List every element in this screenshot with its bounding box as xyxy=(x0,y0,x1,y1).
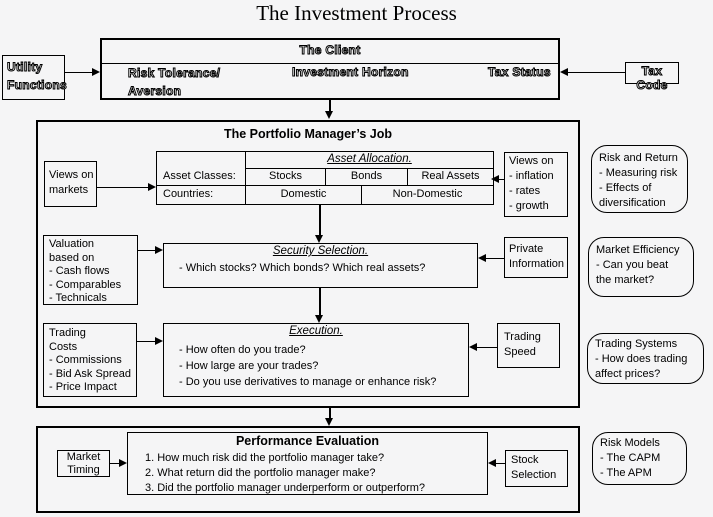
cell-real-assets: Real Assets xyxy=(421,170,480,182)
page-title: The Investment Process xyxy=(256,1,457,25)
security-selection-heading: Security Selection. xyxy=(272,245,369,257)
trading-costs-box: Trading Costs - Commissions - Bid Ask Sp… xyxy=(43,323,137,397)
bubble-risk-and-return: Risk and Return - Measuring risk - Effec… xyxy=(591,145,688,213)
stock-selection-label: Stock Selection xyxy=(511,454,557,481)
row-label-asset-classes: Asset Classes: xyxy=(163,170,236,182)
arrow-timing-to-performance-head xyxy=(119,459,127,467)
stock-selection-box: Stock Selection xyxy=(505,450,568,487)
client-tax-status: Tax Status xyxy=(488,65,551,80)
market-timing-box: Market Timing xyxy=(57,450,110,477)
table-divider xyxy=(245,168,493,169)
asset-allocation-table: Asset Allocation. Asset Classes: Countri… xyxy=(156,151,494,205)
arrow-table-to-security-head xyxy=(315,235,323,243)
client-title: The Client xyxy=(102,43,558,64)
arrow-econ-to-table-head xyxy=(491,175,499,183)
arrow-taxcode-to-client-line xyxy=(568,72,625,73)
client-investment-horizon: Investment Horizon xyxy=(292,65,409,80)
private-information-box: Private Information xyxy=(504,237,568,278)
arrow-stock-to-performance-line xyxy=(496,463,505,464)
cell-non-domestic: Non-Domestic xyxy=(392,188,463,200)
views-econ-box: Views on - inflation - rates - growth xyxy=(504,152,568,217)
execution-box: Execution. - How often do you trade? - H… xyxy=(163,323,469,397)
arrow-costs-to-execution-head xyxy=(155,337,163,345)
valuation-box: Valuation based on - Cash flows - Compar… xyxy=(43,235,138,305)
client-box: The Client Risk Tolerance/ Aversion Inve… xyxy=(100,38,560,100)
bubble-market-efficiency: Market Efficiency - Can you beat the mar… xyxy=(588,237,694,297)
manager-box: The Portfolio Manager’s Job xyxy=(36,120,580,408)
private-information-label: Private Information xyxy=(509,243,565,270)
bubble-trading-systems: Trading Systems - How does trading affec… xyxy=(587,333,704,384)
arrow-client-to-manager-line xyxy=(329,100,331,111)
utility-functions-box: Utility Functions xyxy=(2,55,68,100)
arrow-manager-to-performance-head xyxy=(325,418,333,426)
utility-functions-label: Utility Functions xyxy=(6,60,68,93)
arrow-markets-to-table-line xyxy=(97,187,148,188)
arrow-private-to-security-head xyxy=(478,254,486,262)
execution-heading: Execution. xyxy=(289,325,343,337)
table-divider xyxy=(157,185,493,186)
execution-line: - Do you use derivatives to manage or en… xyxy=(179,376,437,388)
arrow-security-to-execution-line xyxy=(319,288,321,315)
views-on-markets-label: Views on markets xyxy=(49,169,94,196)
arrow-manager-to-performance-line xyxy=(329,408,331,418)
arrow-valuation-to-security-line xyxy=(138,250,156,251)
valuation-label: Valuation based on - Cash flows - Compar… xyxy=(49,238,122,304)
security-selection-body: - Which stocks? Which bonds? Which real … xyxy=(179,262,426,274)
row-label-countries: Countries: xyxy=(163,188,214,200)
tax-code-label: Tax Code xyxy=(636,64,668,93)
arrow-utility-to-client-line xyxy=(65,72,93,73)
market-timing-label: Market Timing xyxy=(66,451,101,476)
cell-bonds: Bonds xyxy=(350,170,383,182)
arrow-speed-to-execution-line xyxy=(477,347,497,348)
performance-center-box: Performance Evaluation 1. How much risk … xyxy=(127,432,488,495)
asset-allocation-heading: Asset Allocation. xyxy=(327,153,412,165)
cell-domestic: Domestic xyxy=(280,188,327,200)
arrow-timing-to-performance-line xyxy=(110,463,120,464)
tax-code-box: Tax Code xyxy=(625,62,679,93)
arrow-econ-to-table-line xyxy=(499,179,504,180)
arrow-security-to-execution-head xyxy=(315,315,323,323)
table-divider xyxy=(361,186,362,204)
trading-speed-box: Trading Speed xyxy=(497,323,560,368)
execution-line: - How often do you trade? xyxy=(179,344,306,356)
arrow-valuation-to-security-head xyxy=(155,246,163,254)
arrow-stock-to-performance-head xyxy=(488,459,496,467)
arrow-taxcode-to-client-head xyxy=(560,68,568,76)
execution-line: - How large are your trades? xyxy=(179,360,319,372)
trading-costs-label: Trading Costs - Commissions - Bid Ask Sp… xyxy=(49,327,131,393)
arrow-costs-to-execution-line xyxy=(137,341,156,342)
security-selection-box: Security Selection. - Which stocks? Whic… xyxy=(163,243,478,288)
table-divider xyxy=(407,169,408,185)
manager-title: The Portfolio Manager’s Job xyxy=(223,127,393,141)
cell-stocks: Stocks xyxy=(268,170,302,182)
arrow-client-to-manager-head xyxy=(325,111,333,119)
client-risk-tolerance: Risk Tolerance/ Aversion xyxy=(127,66,221,99)
performance-item: 3. Did the portfolio manager underperfor… xyxy=(145,482,426,494)
arrow-speed-to-execution-head xyxy=(469,343,477,351)
table-divider xyxy=(245,152,246,204)
arrow-table-to-security-line xyxy=(319,205,321,235)
views-on-markets-box: Views on markets xyxy=(44,161,97,207)
performance-item: 1. How much risk did the portfolio manag… xyxy=(145,452,385,464)
arrow-private-to-security-line xyxy=(486,258,504,259)
trading-speed-label: Trading Speed xyxy=(504,331,541,358)
table-divider xyxy=(325,169,326,185)
performance-outer-box xyxy=(36,426,580,513)
performance-item: 2. What return did the portfolio manager… xyxy=(145,467,376,479)
arrow-utility-to-client-head xyxy=(92,68,100,76)
arrow-markets-to-table-head xyxy=(148,183,156,191)
views-econ-label: Views on - inflation - rates - growth xyxy=(509,155,554,212)
performance-title: Performance Evaluation xyxy=(235,434,380,448)
bubble-risk-models: Risk Models - The CAPM - The APM xyxy=(592,432,687,485)
